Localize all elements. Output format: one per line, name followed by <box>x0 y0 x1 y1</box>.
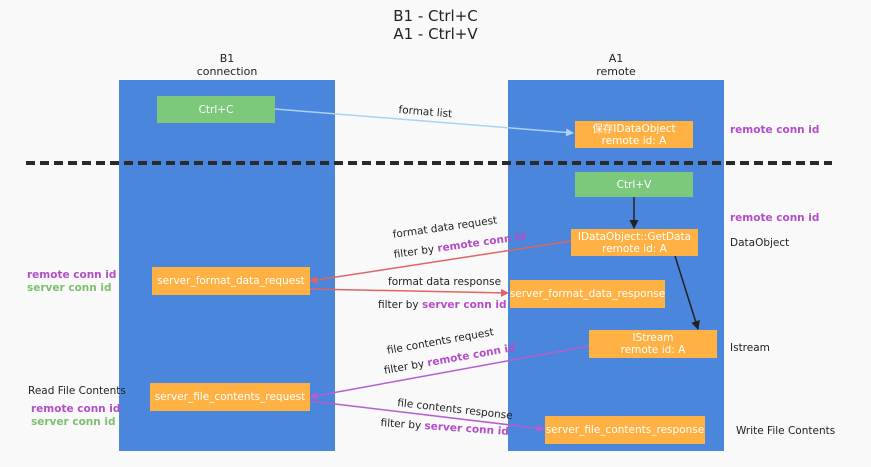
server-format-data-response-box: server_format_data_response <box>510 280 665 308</box>
format-data-response-filter: filter by server conn id <box>378 299 507 311</box>
server-file-contents-response-box: server_file_contents_response <box>545 416 705 444</box>
filter-prefix: filter by <box>378 299 419 311</box>
arrow-file-contents-response <box>309 400 545 433</box>
left-remote-conn-id-label: remote conn id <box>27 269 117 281</box>
istream-box: IStream remote id: A <box>589 330 717 358</box>
left-column-sub: connection <box>196 65 258 78</box>
format-data-response-label: format data response <box>388 276 502 288</box>
server-file-contents-request-box: server_file_contents_request <box>150 383 310 411</box>
server-format-data-request-box: server_format_data_request <box>152 267 310 295</box>
right-column-sub: remote <box>596 65 636 78</box>
arrow-format-data-request <box>309 240 572 284</box>
save-dataobject-line1: 保存IDataObject <box>592 122 676 135</box>
arrow-getdata-istream <box>674 255 700 330</box>
read-file-contents-label: Read File Contents <box>28 385 126 397</box>
istream-label: Istream <box>730 342 770 354</box>
left-server-conn-id-label-bottom: server conn id <box>31 416 116 428</box>
istream-line1: IStream <box>632 332 674 344</box>
arrow-format-list <box>274 108 574 137</box>
left-column-name: B1 <box>219 52 235 65</box>
dataobject-label: DataObject <box>730 237 790 249</box>
save-dataobject-line2: remote id: A <box>601 134 667 147</box>
ctrl-v-box: Ctrl+V <box>575 172 693 197</box>
left-server-conn-id-label: server conn id <box>27 282 112 294</box>
remote-conn-id-label-mid: remote conn id <box>730 212 820 224</box>
left-column-header: B1 connection <box>119 52 335 78</box>
left-remote-conn-id-label-bottom: remote conn id <box>31 403 121 415</box>
ctrl-c-box: Ctrl+C <box>157 96 275 123</box>
arrow-file-contents-request <box>309 345 590 400</box>
arrow-format-data-response <box>309 288 509 297</box>
right-column-header: A1 remote <box>508 52 724 78</box>
filter-server-conn-id: server conn id <box>422 299 507 311</box>
right-column-name: A1 <box>608 52 624 65</box>
getdata-line1: IDataObject::GetData <box>577 230 692 243</box>
getdata-line2: remote id: A <box>602 242 667 255</box>
remote-conn-id-label-top: remote conn id <box>730 124 820 136</box>
istream-line2: remote id: A <box>620 344 686 356</box>
title-line1: B1 - Ctrl+C <box>393 7 478 25</box>
getdata-box: IDataObject::GetData remote id: A <box>571 229 698 256</box>
title-line2: A1 - Ctrl+V <box>393 25 478 43</box>
write-file-contents-label: Write File Contents <box>736 425 836 437</box>
save-dataobject-box: 保存IDataObject remote id: A <box>575 121 693 148</box>
